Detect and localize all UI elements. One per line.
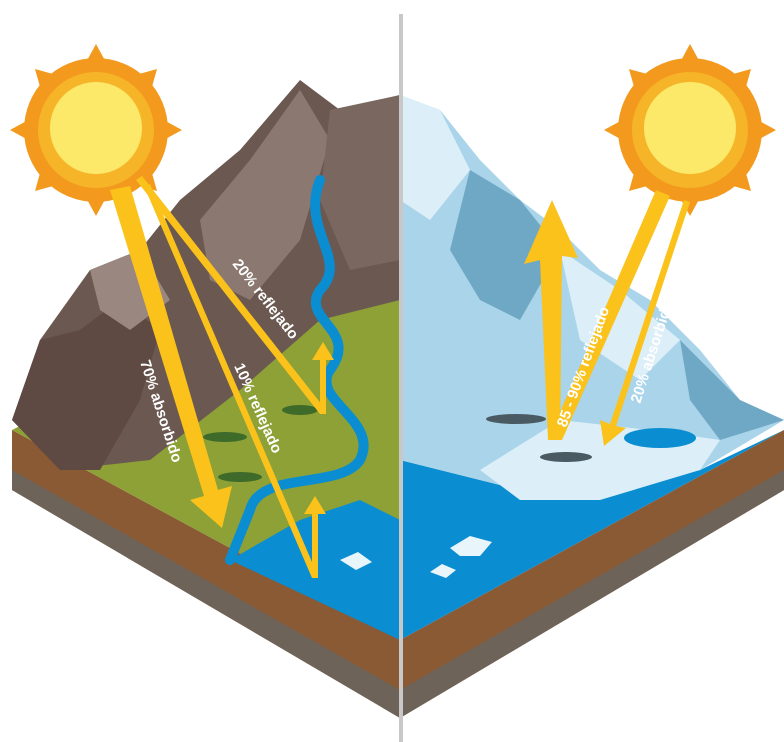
sun-right-icon [604,44,776,216]
sun-left-icon [10,44,182,216]
ice-pool [624,428,696,448]
